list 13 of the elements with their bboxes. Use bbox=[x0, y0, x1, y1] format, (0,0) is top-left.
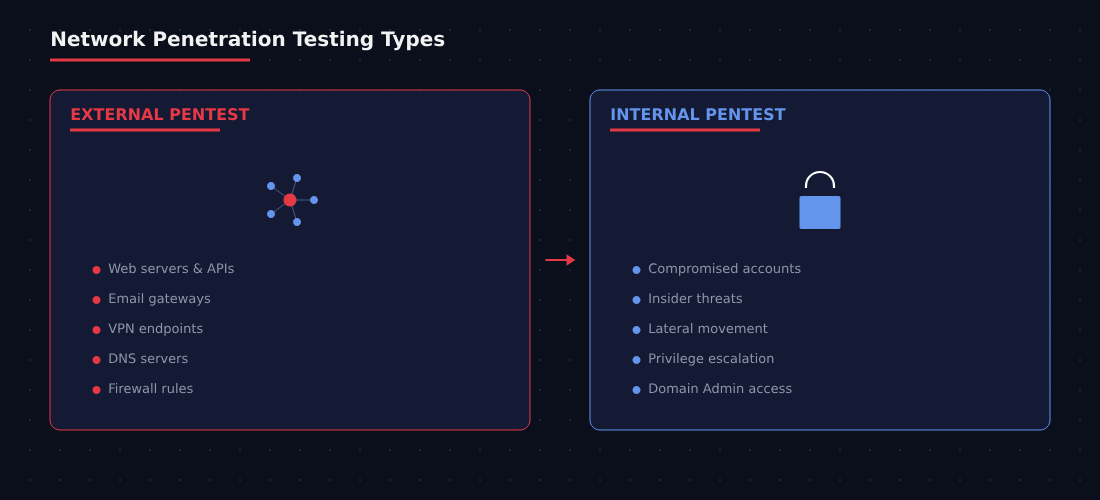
panel-heading: EXTERNAL PENTEST bbox=[71, 108, 250, 121]
panel-heading: INTERNAL PENTEST bbox=[611, 108, 786, 121]
list-item: Privilege escalation bbox=[649, 353, 774, 366]
list-item: Firewall rules bbox=[109, 383, 193, 394]
list-item: Compromised accounts bbox=[648, 263, 801, 276]
list-item: Email gateways bbox=[109, 293, 211, 306]
list-item: Web servers & APIs bbox=[108, 263, 234, 274]
title: Network Penetration Testing Types bbox=[52, 30, 445, 51]
list-item: Domain Admin access bbox=[649, 383, 792, 394]
list-item: VPN endpoints bbox=[108, 323, 203, 336]
list-item: Lateral movement bbox=[649, 323, 768, 334]
list-item: Insider threats bbox=[649, 293, 742, 304]
list-item: DNS servers bbox=[109, 353, 188, 364]
